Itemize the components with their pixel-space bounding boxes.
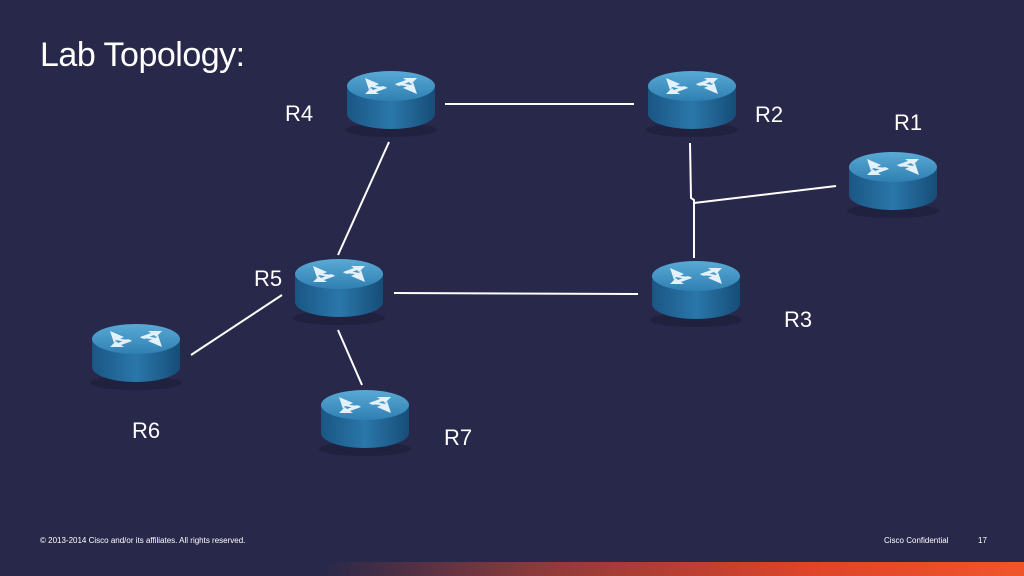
router-label-r5: R5 — [254, 266, 282, 291]
page-number: 17 — [978, 536, 987, 545]
router-icon — [646, 71, 738, 137]
router-icon — [319, 390, 411, 456]
router-icon — [345, 71, 437, 137]
confidential-label: Cisco Confidential — [884, 536, 949, 545]
link-r5-r6 — [190, 294, 283, 356]
router-icon — [847, 152, 939, 218]
router-icon — [293, 259, 385, 325]
router-label-r2: R2 — [755, 102, 783, 127]
copyright-text: © 2013-2014 Cisco and/or its affiliates.… — [40, 536, 246, 545]
router-icon — [90, 324, 182, 390]
link-r1-r3 — [693, 185, 837, 204]
link-r5-r7 — [337, 329, 363, 386]
links-layer — [190, 103, 837, 386]
slide-title: Lab Topology: — [40, 36, 245, 74]
router-label-r7: R7 — [444, 425, 472, 450]
router-label-r6: R6 — [132, 418, 160, 443]
link-r5-r3 — [393, 292, 639, 295]
router-label-r1: R1 — [894, 110, 922, 135]
accent-bar — [320, 562, 1024, 576]
router-icon — [650, 261, 742, 327]
link-r4-r5 — [337, 141, 390, 256]
router-label-r4: R4 — [285, 101, 313, 126]
router-label-r3: R3 — [784, 307, 812, 332]
link-r2-r3 — [689, 142, 695, 258]
